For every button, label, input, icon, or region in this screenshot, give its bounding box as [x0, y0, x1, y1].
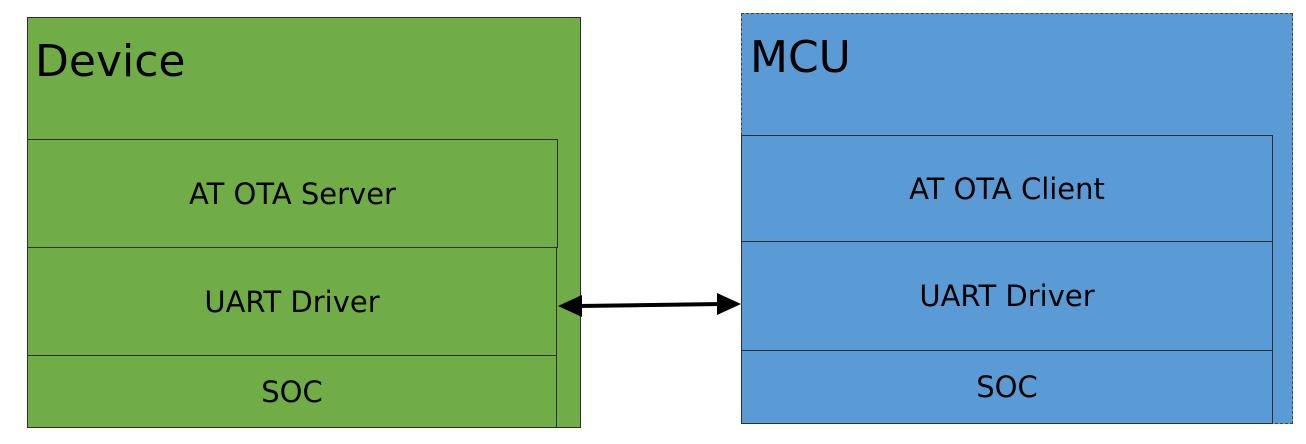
uart-link-line [577, 302, 722, 308]
device-layer-soc: SOC [27, 355, 557, 428]
device-title: Device [35, 36, 186, 87]
device-layer-uart-driver: UART Driver [27, 247, 557, 356]
mcu-layer-uart-driver: UART Driver [741, 241, 1273, 351]
mcu-layer-soc: SOC [741, 350, 1273, 424]
mcu-layer-at-ota-client: AT OTA Client [741, 135, 1273, 242]
arrowhead-left-icon [558, 295, 582, 317]
arrowhead-right-icon [717, 293, 741, 315]
mcu-title: MCU [750, 32, 851, 83]
